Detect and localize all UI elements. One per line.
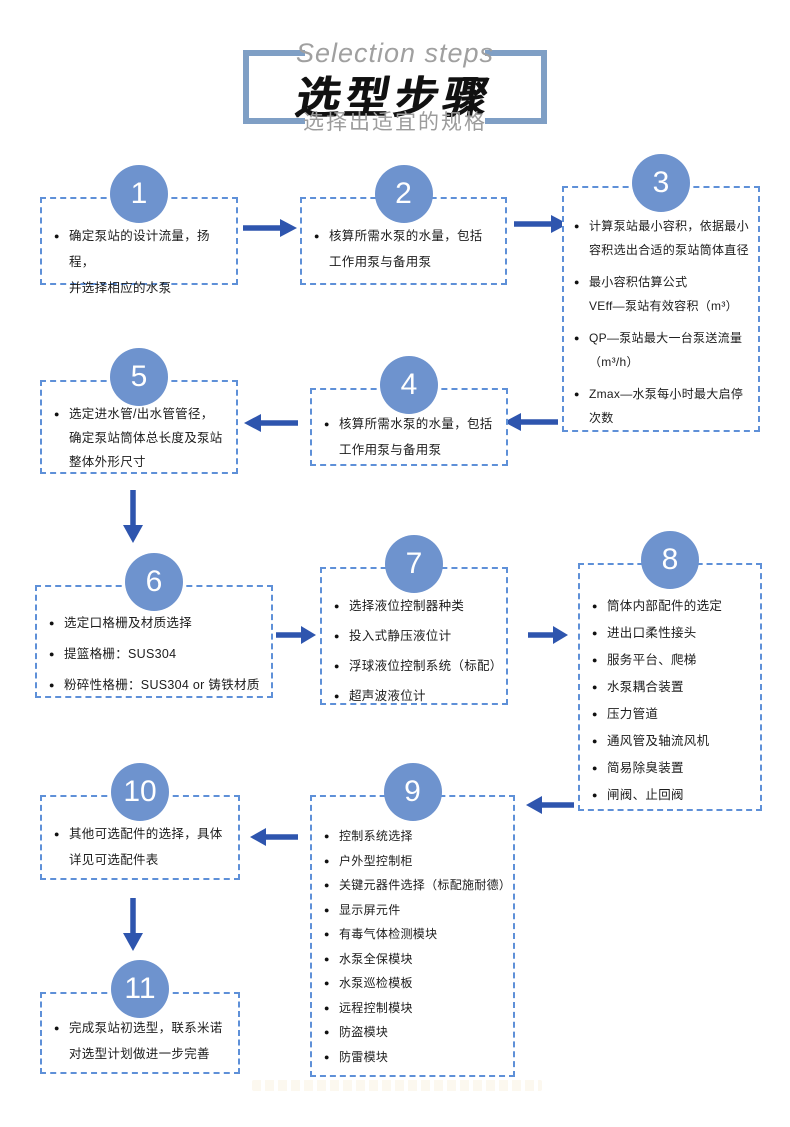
step-2-box: 2 核算所需水泵的水量，包括 工作用泵与备用泵 [300, 165, 507, 285]
step-4-number-badge: 4 [380, 356, 438, 414]
step-7-box: 7 选择液位控制器种类 投入式静压液位计 浮球液位控制系统（标配） 超声波液位计 [320, 535, 508, 709]
step-6-items: 选定口格栅及材质选择 提篮格栅：SUS304 粉碎性格栅：SUS304 or 铸… [37, 587, 271, 698]
step-item: 完成泵站初选型，联系米诺 对选型计划做进一步完善 [54, 1015, 230, 1067]
step-1-number-badge: 1 [110, 165, 168, 223]
step-item: 核算所需水泵的水量，包括 工作用泵与备用泵 [314, 223, 497, 275]
step-1-items: 确定泵站的设计流量，扬程， 并选择相应的水泵 [42, 199, 236, 301]
step-10-number-badge: 10 [111, 763, 169, 821]
step-item: 选定进水管/出水管管径， 确定泵站筒体总长度及泵站 整体外形尺寸 [54, 402, 228, 474]
step-item: 户外型控制柜 [324, 849, 507, 874]
arrow-step8-to-step9-icon [526, 796, 574, 814]
step-item: 压力管道 [592, 702, 754, 727]
step-2-items: 核算所需水泵的水量，包括 工作用泵与备用泵 [302, 199, 505, 275]
step-item: 核算所需水泵的水量，包括 工作用泵与备用泵 [324, 411, 498, 463]
step-item: 其他可选配件的选择，具体 详见可选配件表 [54, 821, 230, 873]
step-6-number-badge: 6 [125, 553, 183, 611]
step-item: 远程控制模块 [324, 996, 507, 1021]
step-3-number-badge: 3 [632, 154, 690, 212]
step-8-number-badge: 8 [641, 531, 699, 589]
step-7-items: 选择液位控制器种类 投入式静压液位计 浮球液位控制系统（标配） 超声波液位计 [322, 569, 506, 709]
step-item: 水泵耦合装置 [592, 675, 754, 700]
step-item: 显示屏元件 [324, 898, 507, 923]
arrow-step2-to-step3-icon [514, 215, 568, 233]
step-item: Zmax—水泵每小时最大启停 次数 [574, 382, 752, 430]
step-item: 防盗模块 [324, 1020, 507, 1045]
step-4-box: 4 核算所需水泵的水量，包括 工作用泵与备用泵 [310, 356, 508, 466]
arrow-step5-to-step6-icon [123, 490, 143, 543]
step-item: 最小容积估算公式 VEff—泵站有效容积（m³） [574, 270, 752, 318]
step-item: 提篮格栅：SUS304 [49, 642, 263, 667]
step-5-items: 选定进水管/出水管管径， 确定泵站筒体总长度及泵站 整体外形尺寸 [42, 382, 236, 474]
step-10-items: 其他可选配件的选择，具体 详见可选配件表 [42, 797, 238, 873]
arrow-step7-to-step8-icon [528, 626, 568, 644]
header-tagline: 选择出适宜的规格 [303, 111, 487, 134]
step-6-box: 6 选定口格栅及材质选择 提篮格栅：SUS304 粉碎性格栅：SUS304 or… [35, 553, 273, 698]
step-item: 防雷模块 [324, 1045, 507, 1070]
step-item: 通风管及轴流风机 [592, 729, 754, 754]
step-8-box: 8 筒体内部配件的选定 进出口柔性接头 服务平台、爬梯 水泵耦合装置 压力管道 … [578, 531, 762, 811]
step-item: 水泵巡检模板 [324, 971, 507, 996]
step-item: 筒体内部配件的选定 [592, 594, 754, 619]
step-item: 闸阀、止回阀 [592, 783, 754, 808]
step-9-box: 9 控制系统选择 户外型控制柜 关键元器件选择（标配施耐德） 显示屏元件 有毒气… [310, 763, 515, 1077]
arrow-step6-to-step7-icon [276, 626, 316, 644]
step-3-box: 3 计算泵站最小容积，依据最小 容积选出合适的泵站筒体直径 最小容积估算公式 V… [562, 154, 760, 432]
step-10-box: 10 其他可选配件的选择，具体 详见可选配件表 [40, 763, 240, 880]
step-11-items: 完成泵站初选型，联系米诺 对选型计划做进一步完善 [42, 994, 238, 1067]
step-item: 浮球液位控制系统（标配） [334, 654, 502, 679]
step-4-items: 核算所需水泵的水量，包括 工作用泵与备用泵 [312, 390, 506, 463]
step-11-box: 11 完成泵站初选型，联系米诺 对选型计划做进一步完善 [40, 960, 240, 1074]
step-9-number-badge: 9 [383, 763, 442, 821]
step-item: 计算泵站最小容积，依据最小 容积选出合适的泵站筒体直径 [574, 214, 752, 262]
step-item: 超声波液位计 [334, 684, 500, 709]
right-bracket-decoration [485, 50, 547, 124]
step-item: QP—泵站最大一台泵送流量 （m³/h） [574, 326, 752, 374]
step-2-number-badge: 2 [374, 165, 433, 223]
step-5-number-badge: 5 [110, 348, 168, 406]
step-item: 有毒气体检测模块 [324, 922, 507, 947]
arrow-step3-to-step4-icon [504, 413, 558, 431]
step-1-box: 1 确定泵站的设计流量，扬程， 并选择相应的水泵 [40, 165, 238, 295]
step-item: 水泵全保模块 [324, 947, 507, 972]
step-item: 进出口柔性接头 [592, 621, 754, 646]
left-bracket-decoration [243, 50, 305, 124]
step-item: 粉碎性格栅：SUS304 or 铸铁材质 [49, 673, 263, 698]
step-3-items: 计算泵站最小容积，依据最小 容积选出合适的泵站筒体直径 最小容积估算公式 VEf… [564, 188, 758, 430]
step-9-items: 控制系统选择 户外型控制柜 关键元器件选择（标配施耐德） 显示屏元件 有毒气体检… [312, 797, 513, 1069]
arrow-step4-to-step5-icon [244, 414, 298, 432]
step-7-number-badge: 7 [385, 535, 443, 593]
step-item: 服务平台、爬梯 [592, 648, 754, 673]
step-item: 控制系统选择 [324, 824, 507, 849]
step-item: 简易除臭装置 [592, 756, 754, 781]
header-subtitle-en: Selection steps [295, 38, 495, 68]
arrow-step9-to-step10-icon [250, 828, 298, 846]
step-item: 确定泵站的设计流量，扬程， 并选择相应的水泵 [54, 223, 228, 301]
step-item: 投入式静压液位计 [334, 624, 500, 649]
step-5-box: 5 选定进水管/出水管管径， 确定泵站筒体总长度及泵站 整体外形尺寸 [40, 348, 238, 474]
step-11-number-badge: 11 [111, 960, 169, 1018]
arrow-step10-to-step11-icon [123, 898, 143, 951]
step-item: 关键元器件选择（标配施耐德） [324, 873, 511, 898]
step-item: 选定口格栅及材质选择 [49, 611, 263, 636]
faint-watermark-strip [252, 1080, 542, 1091]
step-item: 选择液位控制器种类 [334, 594, 500, 619]
step-8-items: 筒体内部配件的选定 进出口柔性接头 服务平台、爬梯 水泵耦合装置 压力管道 通风… [580, 565, 760, 808]
arrow-step1-to-step2-icon [243, 219, 297, 237]
